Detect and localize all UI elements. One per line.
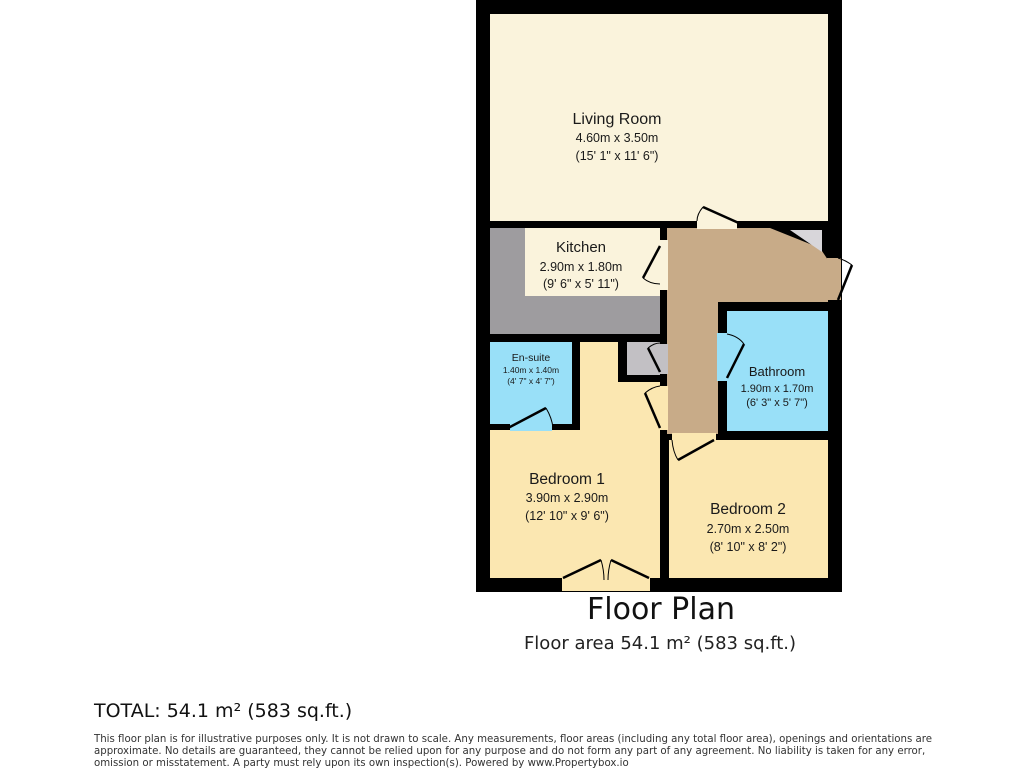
svg-text:Bathroom: Bathroom <box>749 364 805 379</box>
svg-text:1.90m x 1.70m: 1.90m x 1.70m <box>741 383 814 395</box>
svg-text:2.70m x 2.50m: 2.70m x 2.50m <box>707 522 790 536</box>
hallway <box>667 228 828 434</box>
floor-area: Floor area 54.1 m² (583 sq.ft.) <box>523 633 797 654</box>
door-swings <box>507 205 854 581</box>
cupboard-top-right <box>790 230 822 252</box>
kitchen-door-opening <box>659 240 668 290</box>
room-bedroom-2 <box>669 440 828 578</box>
living-door-opening <box>697 220 737 229</box>
room-bathroom <box>727 311 828 431</box>
svg-text:En-suite: En-suite <box>512 352 551 364</box>
svg-text:(8' 10" x 8' 2"): (8' 10" x 8' 2") <box>710 540 787 554</box>
entrance-door-opening <box>827 258 841 300</box>
room-living-room <box>490 14 828 221</box>
svg-text:(15' 1" x 11' 6"): (15' 1" x 11' 6") <box>576 149 659 163</box>
svg-text:(4' 7" x 4' 7"): (4' 7" x 4' 7") <box>507 376 555 386</box>
label-kitchen: Kitchen 2.90m x 1.80m (9' 6" x 5' 11") <box>540 239 623 291</box>
svg-text:3.90m x 2.90m: 3.90m x 2.90m <box>526 491 609 505</box>
svg-text:4.60m x 3.50m: 4.60m x 3.50m <box>576 131 659 145</box>
wardrobe-opening <box>562 577 650 591</box>
svg-text:Bedroom 1: Bedroom 1 <box>529 471 605 488</box>
svg-text:1.40m x 1.40m: 1.40m x 1.40m <box>503 365 559 375</box>
ensuite-door-opening <box>510 423 552 431</box>
label-bathroom: Bathroom 1.90m x 1.70m (6' 3" x 5' 7") <box>741 364 814 409</box>
svg-text:(9' 6" x 5' 11"): (9' 6" x 5' 11") <box>543 277 619 291</box>
room-kitchen <box>525 228 660 296</box>
svg-text:(12' 10" x 9' 6"): (12' 10" x 9' 6") <box>525 509 609 523</box>
svg-text:Living Room: Living Room <box>573 111 662 128</box>
svg-text:Kitchen: Kitchen <box>556 239 606 256</box>
floor-plan-drawing: Living Room 4.60m x 3.50m (15' 1" x 11' … <box>476 0 854 592</box>
svg-text:Bedroom 2: Bedroom 2 <box>710 501 786 518</box>
label-bedroom-1: Bedroom 1 3.90m x 2.90m (12' 10" x 9' 6"… <box>525 471 609 523</box>
disclaimer: This floor plan is for illustrative purp… <box>94 734 933 769</box>
svg-text:(6' 3" x 5' 7"): (6' 3" x 5' 7") <box>746 397 808 409</box>
total-area: TOTAL: 54.1 m² (583 sq.ft.) <box>94 700 353 722</box>
room-bedroom-1 <box>490 342 660 578</box>
label-living-room: Living Room 4.60m x 3.50m (15' 1" x 11' … <box>573 111 662 163</box>
bedroom2-door-opening <box>672 433 716 441</box>
bathroom-door-opening <box>717 333 728 381</box>
plan-title: Floor Plan <box>587 592 735 627</box>
bedroom1-door-opening <box>659 386 668 430</box>
cupboard-door-opening <box>659 344 668 374</box>
room-ensuite <box>490 342 572 424</box>
label-ensuite: En-suite 1.40m x 1.40m (4' 7" x 4' 7") <box>503 352 559 386</box>
label-bedroom-2: Bedroom 2 2.70m x 2.50m (8' 10" x 8' 2") <box>707 501 790 554</box>
cupboard-hall <box>627 342 660 375</box>
svg-text:2.90m x 1.80m: 2.90m x 1.80m <box>540 260 623 274</box>
